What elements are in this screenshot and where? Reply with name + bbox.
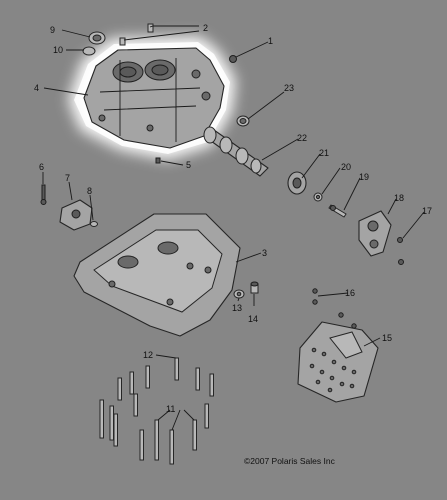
callout-21: 21 <box>319 148 329 158</box>
callout-7: 7 <box>65 173 70 183</box>
callout-labels: 1 2 3 4 5 6 7 8 9 10 11 12 13 14 15 16 1… <box>34 23 432 414</box>
callout-12: 12 <box>143 350 153 360</box>
callout-14: 14 <box>248 314 258 324</box>
callout-17: 17 <box>422 206 432 216</box>
plug-part-14 <box>250 281 259 294</box>
callout-11: 11 <box>166 404 175 414</box>
screws-part-17 <box>397 237 404 265</box>
callout-15: 15 <box>382 333 392 343</box>
cam-gear-part-21 <box>287 171 307 195</box>
pin-part-5 <box>155 157 161 164</box>
dowel-pins-part-2 <box>119 23 154 46</box>
oring-part-8 <box>90 221 98 227</box>
bolt-part-6 <box>40 184 47 205</box>
callout-22: 22 <box>297 133 307 143</box>
camshaft-part-22 <box>203 126 269 177</box>
cover-plate-part-18 <box>358 210 392 257</box>
callout-2: 2 <box>203 23 208 33</box>
callout-4: 4 <box>34 83 39 93</box>
washer-part-13 <box>233 289 245 299</box>
callout-9: 9 <box>50 25 55 35</box>
leader-lines <box>42 25 425 431</box>
baffle-plate-part-15 <box>297 321 379 403</box>
seal-part-9 <box>88 31 106 45</box>
callout-13: 13 <box>232 303 242 313</box>
bolt-part-19 <box>328 204 347 218</box>
washer-part-20 <box>313 192 323 202</box>
callout-18: 18 <box>394 193 404 203</box>
callout-1: 1 <box>268 36 273 46</box>
copyright-text: ©2007 Polaris Sales Inc <box>244 456 336 466</box>
oil-pump-part-7 <box>59 199 93 231</box>
upper-crankcase <box>83 47 225 149</box>
lower-crankcase <box>73 213 241 337</box>
bolts-part-12 <box>117 357 214 417</box>
callout-5: 5 <box>186 160 191 170</box>
callout-20: 20 <box>341 162 351 172</box>
plug-part-1 <box>229 55 237 63</box>
oring-part-10 <box>82 46 96 56</box>
callout-16: 16 <box>345 288 355 298</box>
callout-8: 8 <box>87 186 92 196</box>
bearing-part-23 <box>236 115 250 127</box>
callout-23: 23 <box>284 83 294 93</box>
bolts-part-11 <box>99 399 209 465</box>
callout-6: 6 <box>39 162 44 172</box>
callout-3: 3 <box>262 248 267 258</box>
screws-part-16 <box>312 288 357 329</box>
callout-19: 19 <box>359 172 369 182</box>
callout-10: 10 <box>53 45 63 55</box>
